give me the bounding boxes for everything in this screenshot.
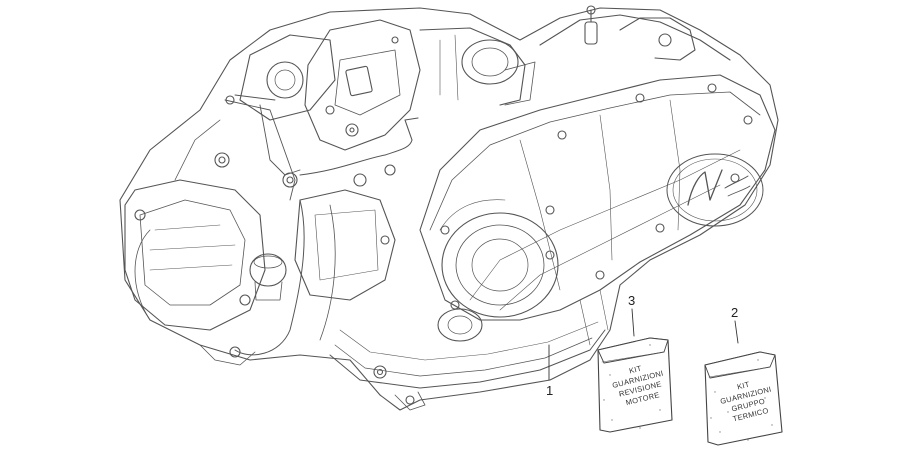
- callout-leaders: [548, 308, 739, 381]
- callout-kit-cylinder: 2: [731, 305, 739, 320]
- callout-kit-engine: 3: [628, 293, 636, 308]
- gasket-kit-cylinder-bag: [704, 351, 783, 446]
- kit-cylinder-line-1: KIT: [736, 380, 750, 392]
- gasket-kit-engine-bag: [597, 337, 673, 433]
- engine-assembly: [119, 5, 779, 411]
- vespa-logo-icon: [687, 169, 751, 206]
- kit-engine-line-1: KIT: [628, 364, 642, 376]
- callout-engine: 1: [546, 383, 554, 398]
